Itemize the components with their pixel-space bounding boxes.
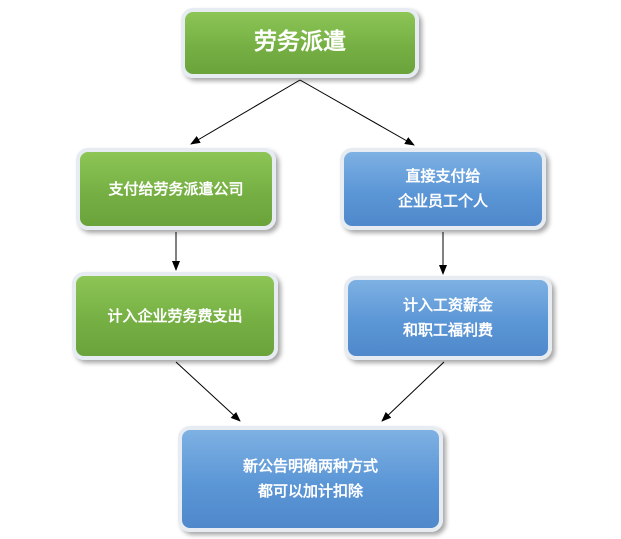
node-wages-and-welfare-line2: 和职工福利费 [402, 321, 493, 339]
node-conclusion: 新公告明确两种方式 都可以加计扣除 [178, 426, 443, 532]
node-pay-employees-directly-line2: 企业员工个人 [397, 192, 488, 210]
arrow-right-to-conclusion [381, 361, 445, 422]
node-pay-dispatch-company: 支付给劳务派遣公司 [76, 148, 276, 230]
arrow-top-to-left [190, 79, 301, 145]
node-pay-dispatch-company-label: 支付给劳务派遣公司 [108, 179, 244, 198]
node-labor-service-expense-label: 计入企业劳务费支出 [107, 306, 243, 325]
node-labor-service-expense: 计入企业劳务费支出 [72, 272, 278, 360]
arrow-left-to-conclusion [175, 361, 241, 422]
node-conclusion-line1: 新公告明确两种方式 [242, 457, 378, 476]
node-pay-employees-directly: 直接支付给 企业员工个人 [340, 148, 546, 230]
arrow-top-to-right [299, 79, 415, 146]
node-labor-dispatch-label: 劳务派遣 [254, 29, 346, 56]
node-wages-and-welfare: 计入工资薪金 和职工福利费 [344, 276, 552, 360]
node-conclusion-line2: 都可以加计扣除 [257, 482, 363, 500]
node-pay-employees-directly-line1: 直接支付给 [405, 167, 481, 186]
node-wages-and-welfare-line1: 计入工资薪金 [402, 296, 493, 315]
node-labor-dispatch: 劳务派遣 [181, 8, 419, 78]
